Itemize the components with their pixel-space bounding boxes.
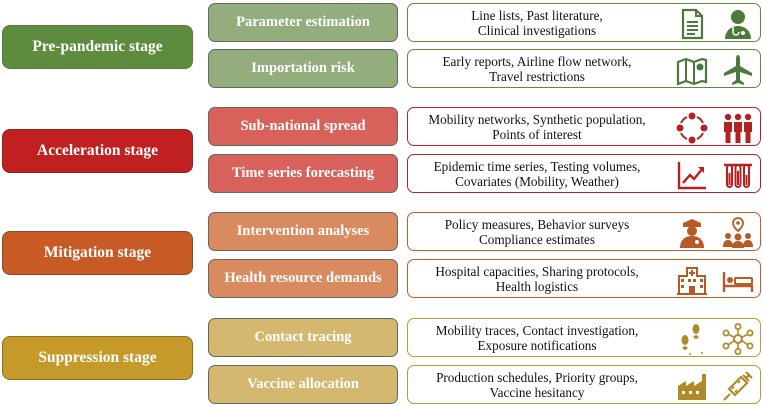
data-line: Clinical investigations [477, 22, 597, 38]
stage-pre-pandemic: Pre-pandemic stage [2, 25, 193, 69]
stage-label: Mitigation stage [43, 244, 152, 261]
hospital-icon [676, 264, 708, 296]
task-label: Contact tracing [254, 329, 352, 345]
data-line: Policy measures, Behavior surveys [444, 216, 630, 232]
task-label: Vaccine allocation [247, 376, 359, 392]
trend-chart-icon [676, 159, 708, 191]
task-label: Sub-national spread [240, 118, 366, 134]
data-line: Vaccine hesitancy [489, 384, 585, 400]
task-parameter-estimation: Parameter estimation [208, 3, 398, 42]
stage-acceleration: Acceleration stage [2, 129, 193, 173]
data-box-importation-risk: Early reports, Airline flow network,Trav… [407, 49, 761, 88]
document-icon [676, 8, 708, 40]
data-line: Covariates (Mobility, Weather) [455, 173, 619, 189]
task-importation-risk: Importation risk [208, 49, 398, 88]
task-health-resource-demands: Health resource demands [208, 259, 398, 298]
group-location-icon [722, 217, 754, 249]
data-line: Exposure notifications [477, 337, 597, 353]
data-text: Hospital capacities, Sharing protocols,H… [408, 260, 666, 297]
data-text: Mobility traces, Contact investigation,E… [408, 319, 666, 356]
data-line: Hospital capacities, Sharing protocols, [435, 263, 639, 279]
stage-suppression: Suppression stage [2, 336, 193, 380]
data-line: Points of interest [492, 126, 582, 142]
task-label: Parameter estimation [236, 14, 370, 30]
task-intervention-analyses: Intervention analyses [208, 212, 398, 251]
data-line: Health logistics [495, 278, 579, 294]
data-line: Mobility networks, Synthetic population, [428, 111, 646, 127]
data-line: Mobility traces, Contact investigation, [435, 322, 639, 338]
data-line: Early reports, Airline flow network, [442, 53, 632, 69]
task-label: Intervention analyses [236, 223, 370, 239]
task-time-series-forecasting: Time series forecasting [208, 154, 398, 193]
hospital-bed-icon [722, 264, 754, 296]
data-text: Production schedules, Priority groups,Va… [408, 366, 666, 403]
data-box-sub-national-spread: Mobility networks, Synthetic population,… [407, 107, 761, 146]
factory-icon [676, 370, 708, 402]
task-contact-tracing: Contact tracing [208, 318, 398, 357]
stage-label: Pre-pandemic stage [32, 38, 163, 55]
data-box-vaccine-allocation: Production schedules, Priority groups,Va… [407, 365, 761, 404]
airplane-icon [722, 54, 754, 86]
data-text: Mobility networks, Synthetic population,… [408, 108, 666, 145]
police-officer-icon [676, 217, 708, 249]
data-box-contact-tracing: Mobility traces, Contact investigation,E… [407, 318, 761, 357]
task-label: Time series forecasting [231, 165, 374, 181]
data-box-parameter-estimation: Line lists, Past literature,Clinical inv… [407, 3, 761, 42]
task-vaccine-allocation: Vaccine allocation [208, 365, 398, 404]
map-icon [676, 54, 708, 86]
network-icon [722, 323, 754, 355]
data-box-health-resource-demands: Hospital capacities, Sharing protocols,H… [407, 259, 761, 298]
data-box-time-series-forecasting: Epidemic time series, Testing volumes,Co… [407, 154, 761, 193]
syringe-icon [722, 370, 754, 402]
data-line: Production schedules, Priority groups, [436, 369, 638, 385]
cycle-arrows-icon [676, 112, 708, 144]
data-text: Epidemic time series, Testing volumes,Co… [408, 155, 666, 192]
population-icon [722, 112, 754, 144]
test-tubes-icon [722, 159, 754, 191]
task-label: Health resource demands [224, 270, 382, 286]
data-text: Line lists, Past literature,Clinical inv… [408, 4, 666, 41]
task-sub-national-spread: Sub-national spread [208, 107, 398, 146]
data-line: Travel restrictions [489, 68, 585, 84]
data-text: Early reports, Airline flow network,Trav… [408, 50, 666, 87]
doctor-icon [722, 8, 754, 40]
stage-mitigation: Mitigation stage [2, 231, 193, 275]
data-line: Epidemic time series, Testing volumes, [433, 158, 641, 174]
stage-label: Suppression stage [38, 349, 157, 366]
task-label: Importation risk [251, 60, 355, 76]
stage-label: Acceleration stage [37, 142, 158, 159]
data-line: Compliance estimates [478, 231, 596, 247]
footprints-icon [676, 323, 708, 355]
data-line: Line lists, Past literature, [471, 7, 603, 23]
